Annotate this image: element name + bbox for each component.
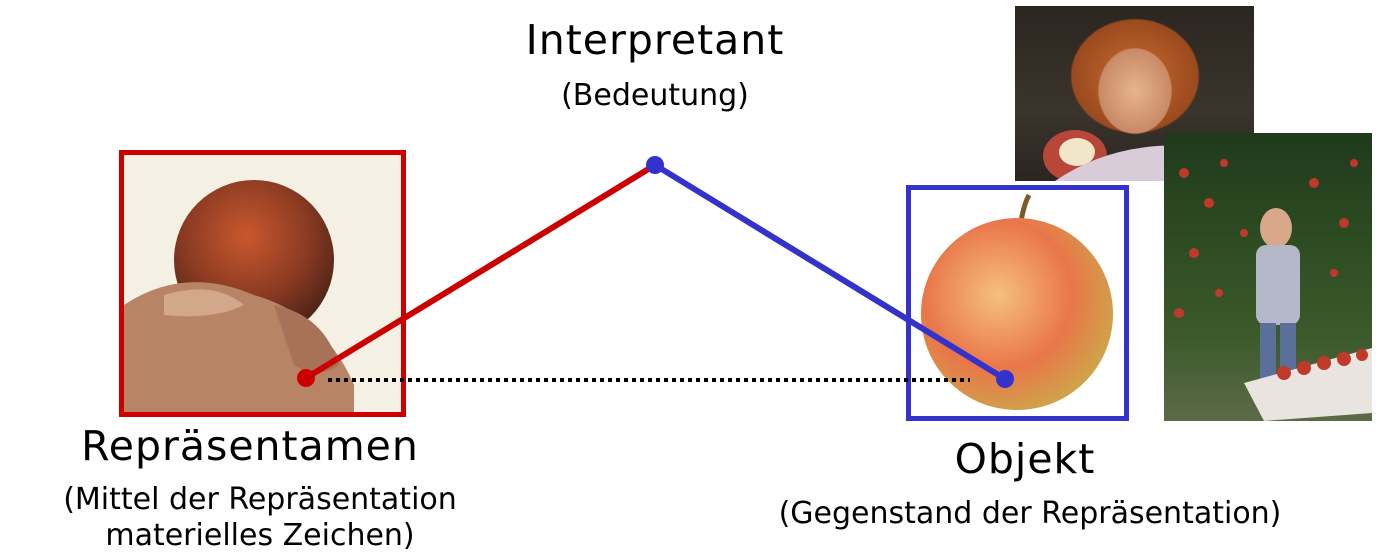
apple-in-hand-photo	[124, 180, 354, 412]
object-title: Objekt	[954, 435, 1096, 483]
object-frame	[906, 185, 1129, 421]
representamen-line2: materielles Zeichen)	[105, 518, 415, 553]
apple-photo	[921, 193, 1113, 410]
apple-harvest-photo	[1164, 133, 1372, 421]
interpretant-title: Interpretant	[525, 16, 785, 64]
interpretant-object-line	[653, 162, 1007, 382]
representamen-line1: (Mittel der Repräsentation	[63, 482, 457, 517]
representamen-node	[297, 369, 315, 387]
apple-harvest-drawing	[1174, 159, 1372, 421]
interpretant-node	[646, 156, 664, 174]
representamen-interpretant-line	[304, 162, 657, 381]
object-node	[996, 370, 1014, 388]
representamen-title: Repräsentamen	[81, 422, 419, 470]
child-eating-apple-photo	[1015, 6, 1254, 181]
interpretant-subtitle: (Bedeutung)	[561, 78, 749, 113]
object-subtitle: (Gegenstand der Repräsentation)	[778, 496, 1282, 531]
representamen-frame	[119, 150, 406, 417]
